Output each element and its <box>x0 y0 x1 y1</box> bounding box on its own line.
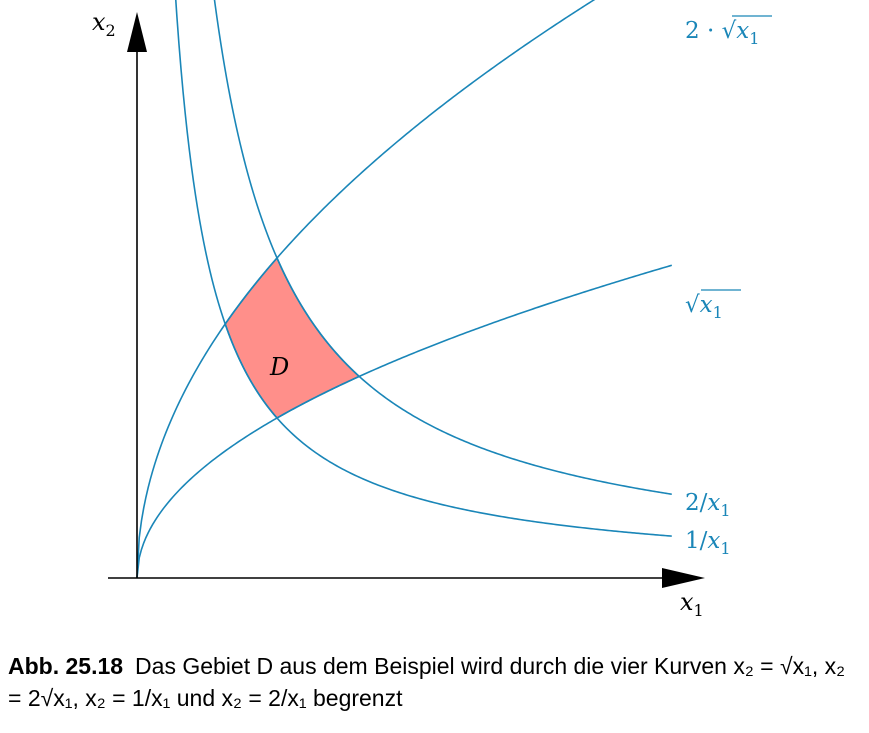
curve-sqrt-x1 <box>136 264 673 579</box>
region-label: D <box>269 353 289 381</box>
y-axis-label: x2 <box>92 8 116 40</box>
y-axis-arrow <box>127 12 147 52</box>
x-axis-arrow <box>662 568 705 588</box>
caption-text: Das Gebiet D aus dem Beispiel wird durch… <box>8 653 846 711</box>
curve-two-over-x1 <box>213 0 672 496</box>
label-two-sqrt-x1: 2 · √x1 <box>685 18 759 48</box>
label-one-over-x1: 1/x1 <box>685 528 731 558</box>
diagram: x2 x1 D 2 · √x1 √x1 2/x1 1/x1 <box>92 0 772 620</box>
label-sqrt-x1: √x1 <box>685 292 723 322</box>
curve-one-over-x1 <box>174 0 672 537</box>
x-axis-label: x1 <box>680 588 704 620</box>
label-two-over-x1: 2/x1 <box>685 490 731 520</box>
region-d <box>224 256 361 420</box>
caption-label: Abb. 25.18 <box>8 653 124 679</box>
curve-two-sqrt-x1 <box>136 0 596 579</box>
